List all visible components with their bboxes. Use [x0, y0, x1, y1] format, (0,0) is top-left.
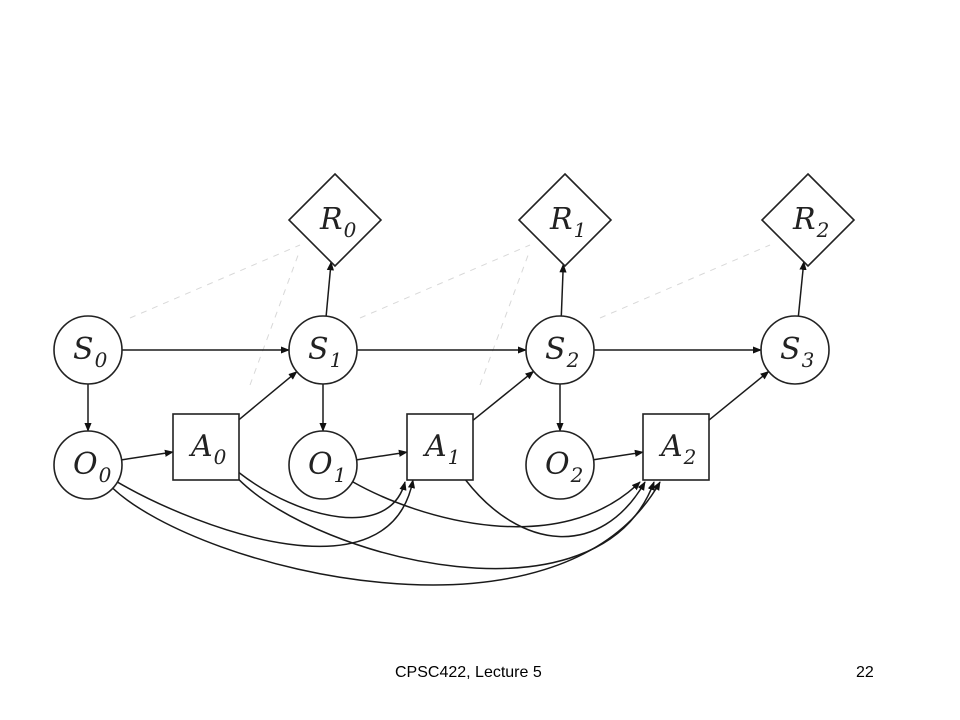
node-s1-shape [288, 315, 358, 385]
edge-a0-to-s1 [238, 371, 298, 421]
node-letter: O [308, 447, 333, 482]
edge-o0-to-a1 [117, 479, 415, 548]
node-subscript: 3 [802, 348, 815, 372]
edge-o0-to-a2 [112, 481, 661, 586]
node-subscript: 2 [570, 463, 584, 487]
edge-a0-to-a2 [238, 479, 655, 570]
node-r2-label: R2 [792, 202, 829, 242]
node-a2-shape [642, 413, 710, 481]
node-subscript: 0 [214, 445, 227, 469]
node-r0: R0 [287, 172, 383, 268]
node-subscript: 1 [330, 348, 343, 372]
edge-a2-to-s3 [708, 370, 770, 421]
node-letter: S [73, 332, 94, 367]
node-r1: R1 [517, 172, 613, 268]
node-a1-label: A1 [422, 429, 460, 469]
node-letter: R [792, 202, 816, 237]
node-r0-shape [287, 172, 383, 268]
node-a0: A0 [172, 413, 240, 481]
edge-s3-to-r2 [797, 260, 807, 317]
faint-trace-line [599, 244, 771, 319]
node-subscript: 1 [574, 218, 587, 242]
node-r2-shape [760, 172, 856, 268]
node-subscript: 1 [448, 445, 461, 469]
edge-o2-to-a2 [593, 449, 644, 461]
node-letter: O [545, 447, 570, 482]
node-a2: A2 [642, 413, 710, 481]
faint-dashed-traces [129, 244, 771, 386]
node-r2: R2 [760, 172, 856, 268]
edge-a1-to-s2 [472, 370, 535, 421]
node-o0: O0 [53, 430, 123, 500]
edge-s2-to-r1 [559, 263, 567, 317]
node-letter: R [549, 202, 573, 237]
node-subscript: 0 [344, 218, 357, 242]
node-letter: A [658, 429, 683, 464]
node-s0: S0 [53, 315, 123, 385]
node-a1: A1 [406, 413, 474, 481]
faint-trace-line [359, 244, 531, 319]
node-s2-shape [525, 315, 595, 385]
node-s1: S1 [288, 315, 358, 385]
node-letter: S [545, 332, 566, 367]
node-o1-shape [288, 430, 358, 500]
edges-layer [84, 260, 807, 586]
node-r1-shape [517, 172, 613, 268]
node-a2-label: A2 [658, 429, 696, 469]
footer-course-label: CPSC422, Lecture 5 [395, 664, 542, 681]
node-o1-label: O1 [308, 447, 346, 487]
node-subscript: 2 [683, 445, 697, 469]
node-subscript: 0 [99, 463, 112, 487]
footer-page-number: 22 [856, 664, 874, 681]
node-o2-shape [525, 430, 595, 500]
node-o2: O2 [525, 430, 595, 500]
edge-o1-to-a2 [352, 481, 641, 528]
node-o2-label: O2 [545, 447, 583, 487]
node-letter: S [308, 332, 329, 367]
node-subscript: 2 [566, 348, 580, 372]
node-s3-label: S3 [780, 332, 814, 372]
faint-trace-line [129, 244, 301, 319]
edge-a0-to-a1 [238, 472, 407, 519]
edge-s1-to-r0 [325, 261, 334, 317]
node-o1: O1 [288, 430, 358, 500]
node-subscript: 0 [95, 348, 108, 372]
faint-trace-line [479, 249, 531, 386]
node-r0-label: R0 [319, 202, 357, 242]
node-subscript: 2 [816, 218, 830, 242]
node-s0-shape [53, 315, 123, 385]
node-letter: S [780, 332, 801, 367]
node-s2: S2 [525, 315, 595, 385]
node-letter: R [319, 202, 343, 237]
node-letter: A [188, 429, 213, 464]
edge-o1-to-a1 [356, 449, 408, 461]
node-a0-label: A0 [188, 429, 227, 469]
edge-o0-to-a0 [121, 449, 174, 461]
node-a1-shape [406, 413, 474, 481]
node-s1-label: S1 [308, 332, 342, 372]
node-s3: S3 [760, 315, 830, 385]
node-a0-shape [172, 413, 240, 481]
node-o0-shape [53, 430, 123, 500]
edge-a1-to-a2 [465, 479, 646, 538]
node-o0-label: O0 [73, 447, 112, 487]
node-s2-label: S2 [545, 332, 579, 372]
node-letter: A [422, 429, 447, 464]
node-letter: O [73, 447, 98, 482]
node-r1-label: R1 [549, 202, 586, 242]
node-subscript: 1 [334, 463, 347, 487]
node-s0-label: S0 [73, 332, 108, 372]
node-s3-shape [760, 315, 830, 385]
